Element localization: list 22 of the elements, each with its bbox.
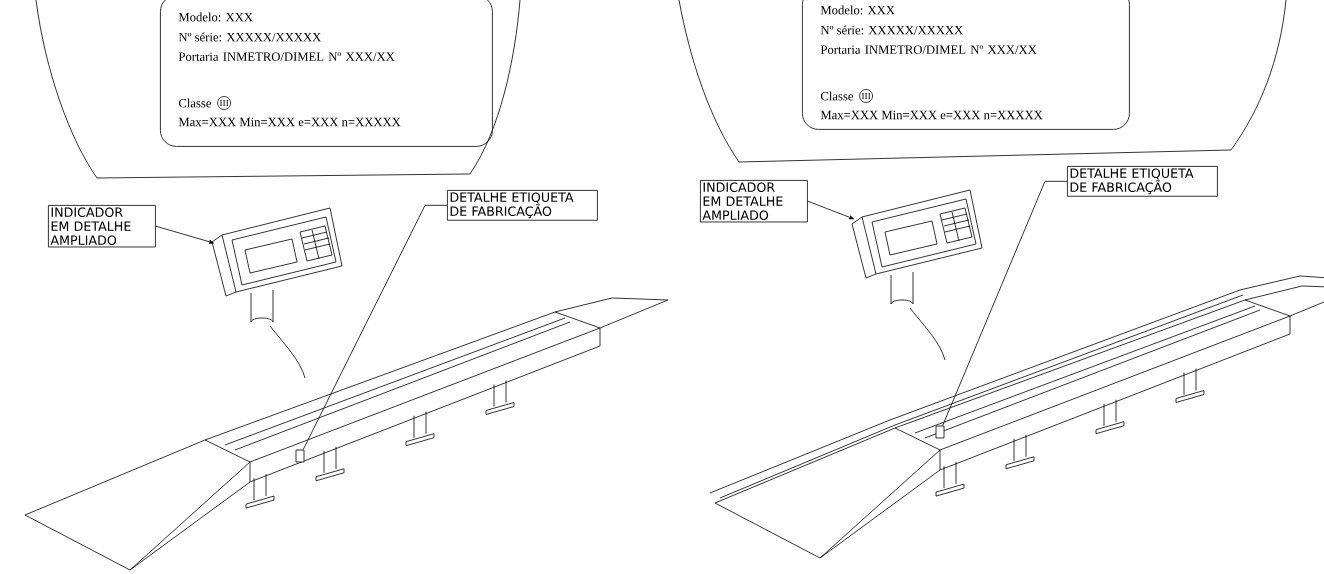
plate-text: Portaria INMETRO/DIMEL Nº XXX/XX bbox=[820, 45, 1037, 54]
callout-label: DETALHE ETIQUETA DE FABRICAÇÃO bbox=[1067, 166, 1218, 197]
plate-text: Portaria INMETRO/DIMEL Nº XXX/XX bbox=[178, 52, 395, 61]
plate-text: Max=XXX Min=XXX e=XXX n=XXXXX bbox=[820, 110, 1043, 120]
leader-line bbox=[807, 200, 854, 220]
leader-line bbox=[155, 225, 214, 244]
callout-label: INDICADOR EM DETALHE AMPLIADO bbox=[48, 205, 156, 248]
plate-text: Modelo: XXX bbox=[178, 12, 253, 22]
plate-text: Max=XXX Min=XXX e=XXX n=XXXXX bbox=[178, 117, 401, 127]
weighing-indicator-drawing bbox=[851, 189, 983, 361]
callout-label: INDICADOR EM DETALHE AMPLIADO bbox=[700, 180, 808, 223]
plate-text: Classe bbox=[178, 98, 212, 108]
plate-text: Nº série: XXXXX/XXXXX bbox=[178, 32, 322, 42]
plate-text: Classe bbox=[820, 91, 854, 101]
leader-line bbox=[942, 180, 1068, 426]
leader-line bbox=[302, 204, 448, 450]
label-plate-spot bbox=[935, 425, 945, 439]
label-plate-spot bbox=[295, 449, 305, 463]
plate-text: Nº série: XXXXX/XXXXX bbox=[820, 25, 964, 35]
plate-text: Modelo: XXX bbox=[820, 5, 895, 15]
weighing-indicator-drawing bbox=[211, 207, 343, 379]
callout-label: DETALHE ETIQUETA DE FABRICAÇÃO bbox=[447, 190, 598, 221]
